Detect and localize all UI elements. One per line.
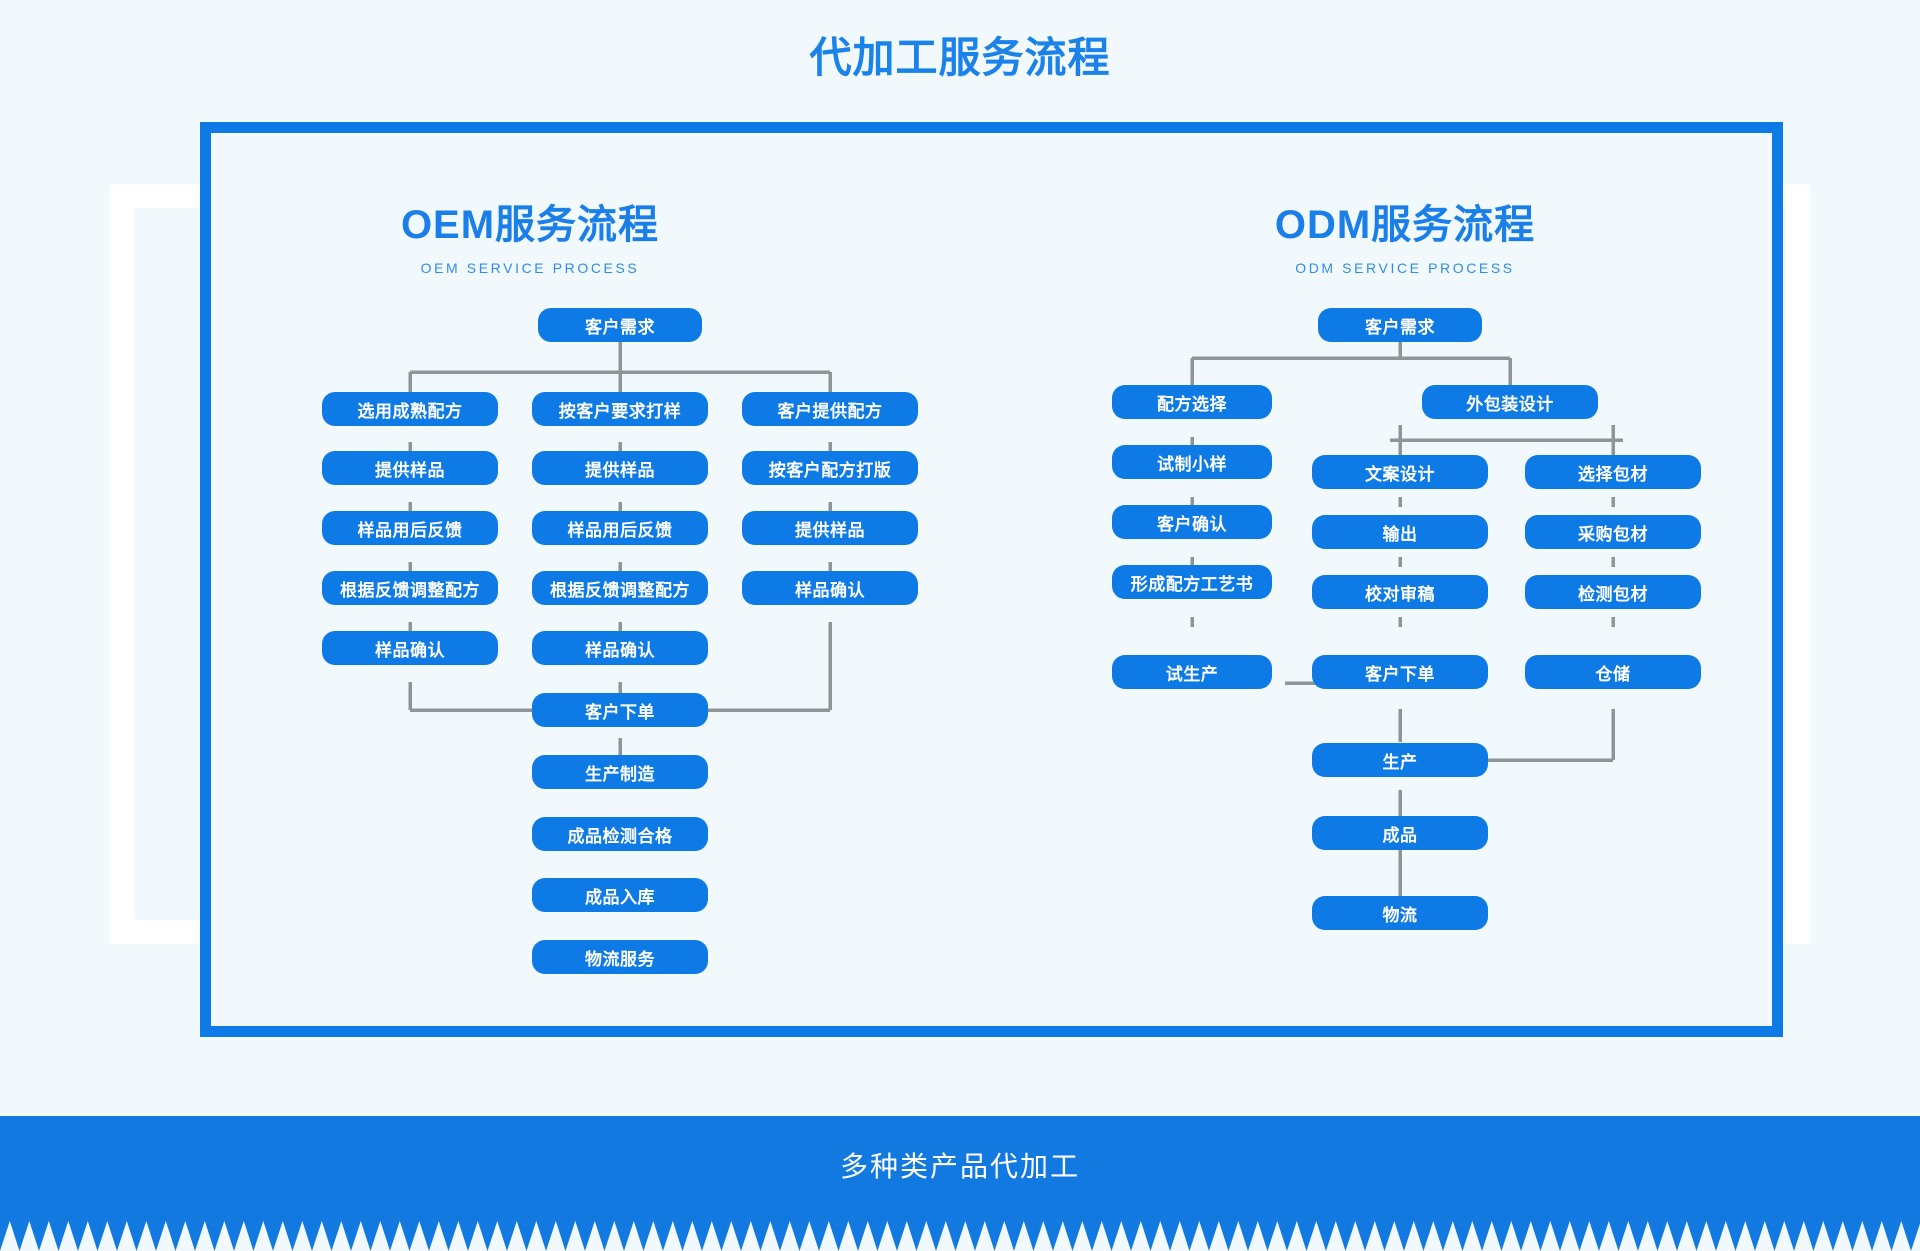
oem-heading-en: OEM SERVICE PROCESS — [420, 260, 640, 276]
odm-node-root[interactable]: 客户需求 — [1318, 308, 1482, 342]
oem-left-node-3[interactable]: 根据反馈调整配方 — [322, 571, 498, 605]
oem-merge-node-0[interactable]: 客户下单 — [532, 693, 708, 727]
content-frame — [200, 122, 1783, 1037]
oem-right-node-0[interactable]: 客户提供配方 — [742, 392, 918, 426]
oem-right-node-1[interactable]: 按客户配方打版 — [742, 451, 918, 485]
oem-section-heading: OEM服务流程 OEM SERVICE PROCESS — [330, 192, 730, 276]
odm-mid-node-0[interactable]: 文案设计 — [1312, 455, 1488, 489]
oem-heading-zh: OEM服务流程 — [400, 203, 660, 247]
odm-right-node-0[interactable]: 选择包材 — [1525, 455, 1701, 489]
odm-left-node-1[interactable]: 试制小样 — [1112, 445, 1272, 479]
zigzag-decoration — [0, 1221, 1920, 1251]
oem-mid-node-4[interactable]: 样品确认 — [532, 631, 708, 665]
oem-left-node-2[interactable]: 样品用后反馈 — [322, 511, 498, 545]
oem-mid-node-1[interactable]: 提供样品 — [532, 451, 708, 485]
oem-node-root[interactable]: 客户需求 — [538, 308, 702, 342]
oem-merge-node-3[interactable]: 成品入库 — [532, 878, 708, 912]
oem-right-node-3[interactable]: 样品确认 — [742, 571, 918, 605]
odm-section-heading: ODM服务流程 ODM SERVICE PROCESS — [1195, 192, 1615, 276]
oem-merge-node-2[interactable]: 成品检测合格 — [532, 817, 708, 851]
odm-merge-node-0[interactable]: 生产 — [1312, 743, 1488, 777]
odm-merge-node-2[interactable]: 物流 — [1312, 896, 1488, 930]
footer-text: 多种类产品代加工 — [839, 1151, 1080, 1182]
odm-mid-node-1[interactable]: 输出 — [1312, 515, 1488, 549]
oem-left-node-4[interactable]: 样品确认 — [322, 631, 498, 665]
odm-left-node-4[interactable]: 试生产 — [1112, 655, 1272, 689]
odm-merge-node-1[interactable]: 成品 — [1312, 816, 1488, 850]
odm-mid-node-3[interactable]: 客户下单 — [1312, 655, 1488, 689]
odm-left-node-2[interactable]: 客户确认 — [1112, 505, 1272, 539]
odm-right-node-1[interactable]: 采购包材 — [1525, 515, 1701, 549]
odm-left-node-3[interactable]: 形成配方工艺书 — [1112, 565, 1272, 599]
oem-mid-node-2[interactable]: 样品用后反馈 — [532, 511, 708, 545]
oem-mid-node-3[interactable]: 根据反馈调整配方 — [532, 571, 708, 605]
odm-left-node-0[interactable]: 配方选择 — [1112, 385, 1272, 419]
oem-mid-node-0[interactable]: 按客户要求打样 — [532, 392, 708, 426]
page-title: 代加工服务流程 — [809, 34, 1111, 81]
oem-left-node-1[interactable]: 提供样品 — [322, 451, 498, 485]
odm-mid-node-2[interactable]: 校对审稿 — [1312, 575, 1488, 609]
odm-heading-zh: ODM服务流程 — [1274, 203, 1536, 247]
odm-right-node-2[interactable]: 检测包材 — [1525, 575, 1701, 609]
odm-packaging-root[interactable]: 外包装设计 — [1422, 385, 1598, 419]
odm-right-node-3[interactable]: 仓储 — [1525, 655, 1701, 689]
oem-left-node-0[interactable]: 选用成熟配方 — [322, 392, 498, 426]
odm-heading-en: ODM SERVICE PROCESS — [1295, 260, 1515, 276]
oem-merge-node-4[interactable]: 物流服务 — [532, 940, 708, 974]
oem-merge-node-1[interactable]: 生产制造 — [532, 755, 708, 789]
oem-right-node-2[interactable]: 提供样品 — [742, 511, 918, 545]
